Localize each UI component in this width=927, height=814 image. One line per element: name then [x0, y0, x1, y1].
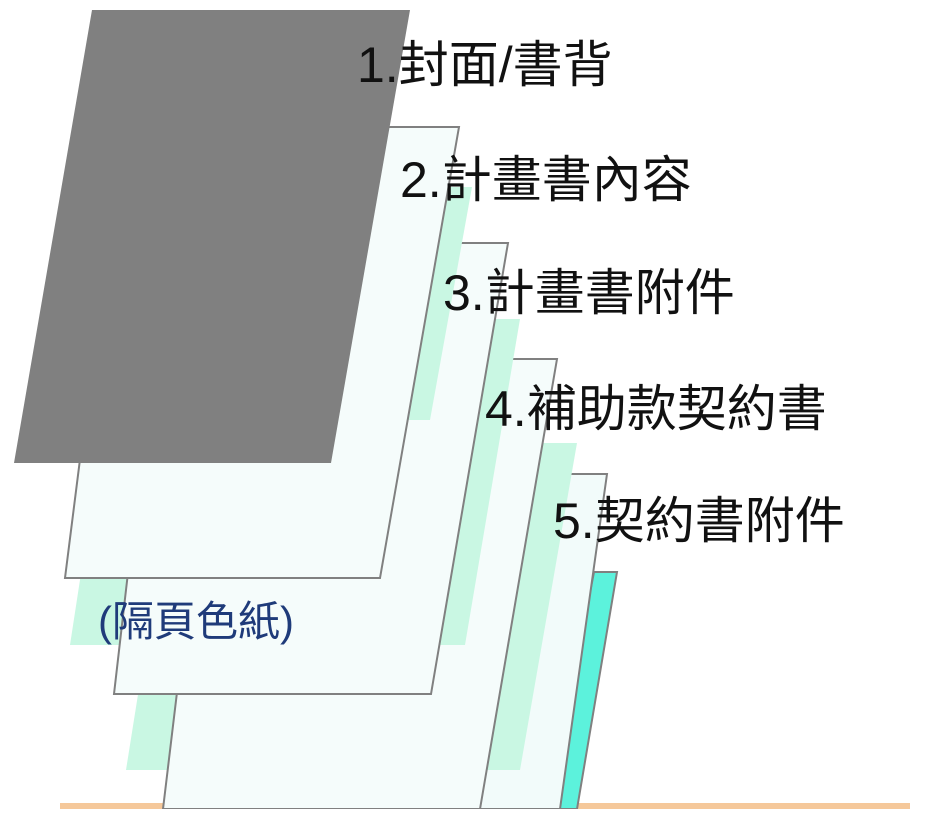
layer-label-3: 3.計畫書附件 — [443, 265, 735, 321]
layer-label-4: 4.補助款契約書 — [485, 381, 827, 437]
divider-note: (隔頁色紙) — [98, 598, 294, 645]
cover-sheet — [14, 10, 410, 463]
layer-label-1: 1.封面/書背 — [357, 37, 613, 93]
layer-label-5: 5.契約書附件 — [553, 493, 845, 549]
layer-label-2: 2.計畫書內容 — [400, 152, 692, 208]
